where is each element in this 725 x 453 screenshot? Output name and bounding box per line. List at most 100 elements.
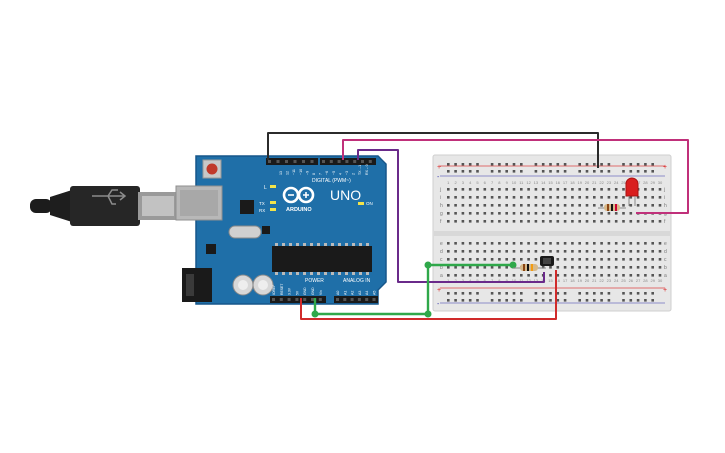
rail-hole[interactable] (607, 163, 611, 166)
breadboard-hole[interactable] (607, 242, 611, 245)
header-pin[interactable] (343, 298, 347, 301)
breadboard-hole[interactable] (614, 274, 618, 277)
breadboard-hole[interactable] (636, 250, 640, 253)
breadboard-hole[interactable] (571, 220, 574, 223)
rail-hole[interactable] (651, 292, 654, 295)
breadboard-hole[interactable] (578, 266, 581, 269)
breadboard-hole[interactable] (651, 258, 654, 261)
rail-hole[interactable] (644, 170, 647, 173)
rail-hole[interactable] (549, 299, 552, 302)
rail-hole[interactable] (585, 292, 589, 295)
breadboard-hole[interactable] (556, 188, 560, 191)
breadboard-hole[interactable] (541, 212, 545, 215)
breadboard-hole[interactable] (644, 274, 647, 277)
header-pin[interactable] (310, 160, 314, 163)
breadboard-hole[interactable] (476, 188, 479, 191)
rail-hole[interactable] (505, 170, 508, 173)
breadboard-hole[interactable] (461, 196, 465, 199)
breadboard-hole[interactable] (447, 220, 450, 223)
breadboard-hole[interactable] (476, 266, 479, 269)
breadboard-hole[interactable] (563, 250, 567, 253)
header-pin[interactable] (345, 160, 349, 163)
breadboard-hole[interactable] (585, 188, 589, 191)
breadboard-hole[interactable] (512, 196, 516, 199)
breadboard-hole[interactable] (585, 220, 589, 223)
breadboard-hole[interactable] (454, 212, 457, 215)
breadboard-hole[interactable] (607, 212, 611, 215)
breadboard-hole[interactable] (614, 258, 618, 261)
breadboard-hole[interactable] (571, 258, 574, 261)
rail-hole[interactable] (556, 299, 560, 302)
header-pin[interactable] (322, 160, 325, 163)
breadboard-hole[interactable] (549, 204, 552, 207)
breadboard-hole[interactable] (607, 220, 611, 223)
rail-hole[interactable] (629, 299, 633, 302)
breadboard-hole[interactable] (578, 250, 581, 253)
breadboard-hole[interactable] (571, 188, 574, 191)
rail-hole[interactable] (651, 163, 654, 166)
breadboard-hole[interactable] (593, 196, 596, 199)
rail-hole[interactable] (490, 299, 494, 302)
breadboard-hole[interactable] (622, 274, 625, 277)
breadboard-hole[interactable] (541, 220, 545, 223)
breadboard-hole[interactable] (461, 274, 465, 277)
breadboard-hole[interactable] (498, 258, 501, 261)
breadboard-hole[interactable] (527, 212, 530, 215)
header-pin[interactable] (372, 298, 376, 301)
photoresistor-sensor[interactable] (540, 256, 554, 266)
breadboard-hole[interactable] (527, 196, 530, 199)
breadboard-hole[interactable] (563, 188, 567, 191)
rail-hole[interactable] (447, 163, 450, 166)
breadboard-hole[interactable] (578, 196, 581, 199)
breadboard-hole[interactable] (607, 188, 611, 191)
rail-hole[interactable] (629, 292, 633, 295)
breadboard-hole[interactable] (636, 258, 640, 261)
rail-hole[interactable] (520, 292, 523, 295)
breadboard-hole[interactable] (490, 266, 494, 269)
rail-hole[interactable] (461, 163, 465, 166)
breadboard-hole[interactable] (629, 220, 633, 223)
breadboard-hole[interactable] (651, 220, 654, 223)
header-pin[interactable] (357, 298, 361, 301)
breadboard-hole[interactable] (541, 196, 545, 199)
breadboard-hole[interactable] (622, 266, 625, 269)
rail-hole[interactable] (549, 170, 552, 173)
rail-hole[interactable] (476, 299, 479, 302)
rail-hole[interactable] (600, 170, 603, 173)
breadboard-hole[interactable] (461, 188, 465, 191)
breadboard-hole[interactable] (622, 196, 625, 199)
breadboard-hole[interactable] (658, 274, 662, 277)
breadboard-hole[interactable] (476, 212, 479, 215)
breadboard-hole[interactable] (520, 188, 523, 191)
rail-hole[interactable] (512, 163, 516, 166)
header-pin[interactable] (365, 298, 369, 301)
rail-hole[interactable] (563, 299, 567, 302)
breadboard-hole[interactable] (483, 242, 487, 245)
breadboard-hole[interactable] (556, 204, 560, 207)
breadboard-hole[interactable] (490, 242, 494, 245)
breadboard-hole[interactable] (527, 258, 530, 261)
breadboard-hole[interactable] (578, 204, 581, 207)
rail-hole[interactable] (556, 170, 560, 173)
breadboard-hole[interactable] (520, 258, 523, 261)
rail-hole[interactable] (461, 292, 465, 295)
breadboard-hole[interactable] (578, 220, 581, 223)
breadboard-hole[interactable] (614, 242, 618, 245)
breadboard-hole[interactable] (578, 212, 581, 215)
breadboard-hole[interactable] (556, 274, 560, 277)
breadboard-hole[interactable] (468, 204, 472, 207)
rail-hole[interactable] (447, 292, 450, 295)
breadboard-hole[interactable] (644, 220, 647, 223)
led-red[interactable] (625, 177, 639, 206)
breadboard-hole[interactable] (636, 196, 640, 199)
wire-joint[interactable] (311, 310, 319, 318)
rail-hole[interactable] (490, 292, 494, 295)
breadboard-hole[interactable] (490, 188, 494, 191)
breadboard-hole[interactable] (600, 242, 603, 245)
wire-joint[interactable] (424, 261, 432, 269)
breadboard-hole[interactable] (658, 266, 662, 269)
rail-hole[interactable] (498, 170, 501, 173)
reset-button[interactable] (206, 163, 218, 175)
